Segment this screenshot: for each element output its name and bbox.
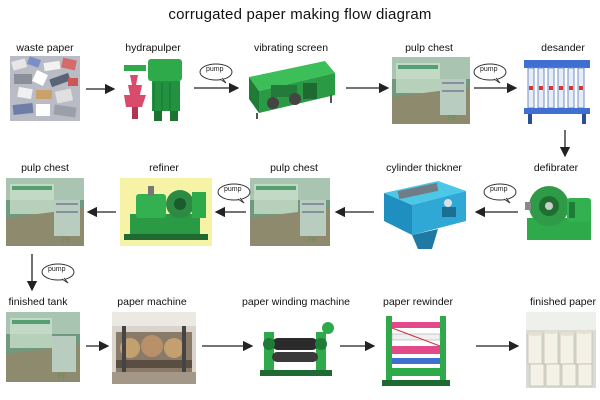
pump-label: pump bbox=[48, 266, 66, 273]
pump-bubble: pump bbox=[482, 182, 518, 209]
pump-label: pump bbox=[480, 66, 498, 73]
pump-label: pump bbox=[224, 186, 242, 193]
pump-bubble: pump bbox=[198, 62, 234, 89]
pump-bubble: pump bbox=[472, 62, 508, 89]
pump-label: pump bbox=[490, 186, 508, 193]
pump-bubble: pump bbox=[216, 182, 252, 209]
pump-bubble: pump bbox=[40, 262, 76, 289]
pump-label: pump bbox=[206, 66, 224, 73]
